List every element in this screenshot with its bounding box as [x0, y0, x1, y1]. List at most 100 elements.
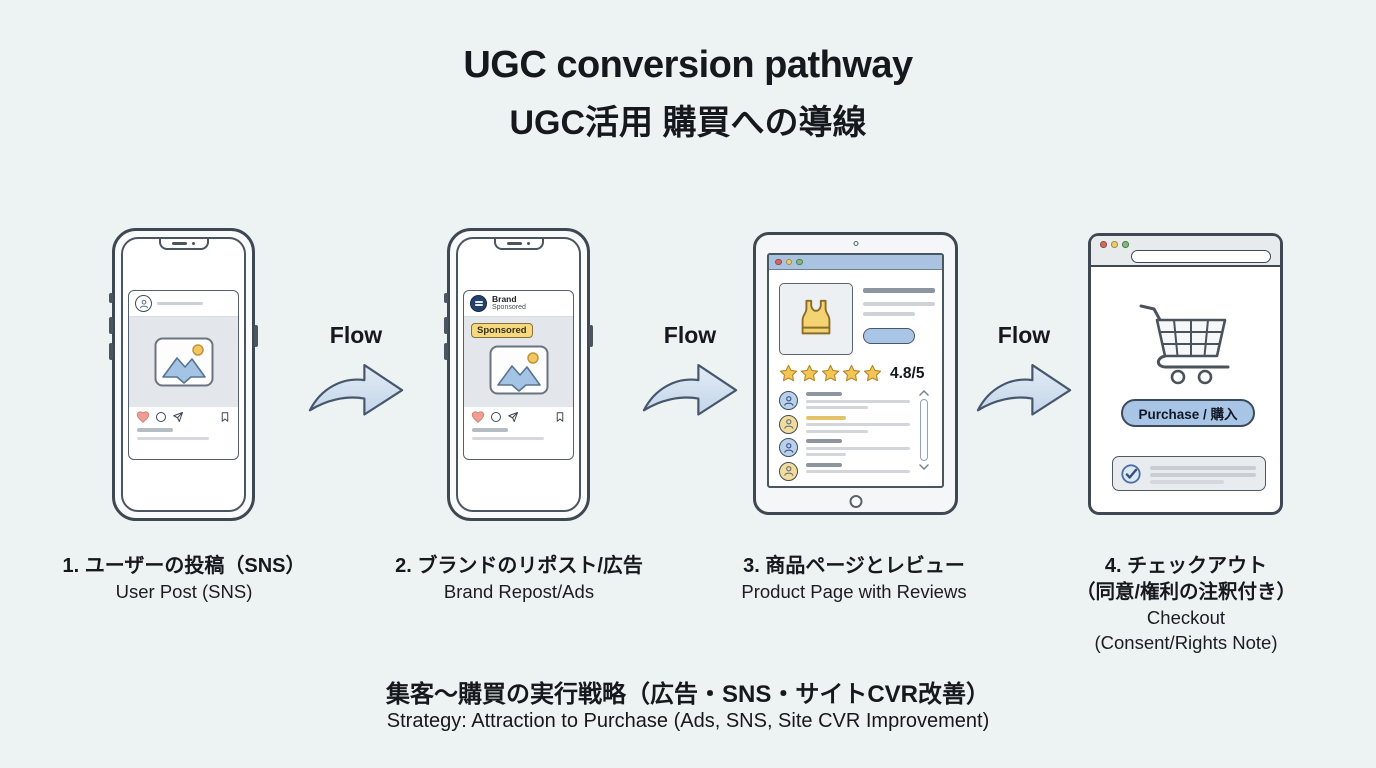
speaker-icon — [506, 242, 522, 245]
traffic-light-red-icon[interactable] — [1100, 241, 1107, 248]
stage-2-label-ja: 2. ブランドのリポスト/広告 — [395, 555, 643, 577]
username-placeholder-line — [157, 301, 203, 306]
strategy-line-ja: 集客〜購買の実行戦略（広告・SNS・サイトCVR改善） — [385, 681, 991, 708]
post-action-bar — [464, 407, 573, 427]
bookmark-icon[interactable] — [219, 411, 231, 423]
brand-logo-icon — [470, 295, 487, 312]
caption-line — [137, 428, 173, 432]
stage-2-label: 2. ブランドのリポスト/広告 Brand Repost/Ads — [359, 553, 679, 604]
user-avatar-icon — [135, 295, 152, 312]
phone-side-button — [254, 325, 258, 347]
scroll-down-icon[interactable] — [919, 464, 929, 470]
comment-icon[interactable] — [490, 411, 502, 423]
stage-3-label: 3. 商品ページとレビュー Product Page with Reviews — [694, 553, 1014, 604]
cart-icon — [1129, 298, 1247, 386]
consent-text-line — [1150, 466, 1256, 470]
browser-checkout: Purchase / 購入 — [1088, 233, 1283, 515]
home-button[interactable] — [849, 495, 862, 508]
flow-arrow-icon — [633, 355, 747, 417]
caption-lines — [464, 427, 573, 441]
phone-screen — [121, 237, 246, 512]
review-row — [779, 414, 910, 439]
share-icon[interactable] — [172, 411, 184, 423]
add-to-cart-pill-button[interactable] — [863, 328, 915, 344]
star-icons — [779, 364, 882, 383]
phone-side-button — [109, 317, 113, 334]
reviewer-avatar-icon — [779, 438, 798, 457]
post-image-area: Sponsored — [464, 317, 573, 407]
review-row — [779, 438, 910, 462]
scroll-track[interactable] — [920, 399, 928, 461]
consent-text-line — [1150, 473, 1256, 477]
consent-note-box — [1112, 456, 1266, 491]
post-header — [129, 291, 238, 317]
star-icon — [800, 364, 819, 383]
brand-name: Brand — [492, 293, 517, 304]
post-image-area — [129, 317, 238, 407]
traffic-light-green-icon[interactable] — [1122, 241, 1129, 248]
flow-connector-2: Flow — [630, 322, 750, 417]
speaker-icon — [171, 242, 187, 245]
post-header: Brand Sponsored — [464, 291, 573, 317]
flow-label: Flow — [329, 322, 383, 348]
camera-dot-icon — [191, 241, 196, 246]
camera-dot-icon — [853, 241, 858, 246]
phone-brand-repost: Brand Sponsored Sponsored — [444, 228, 593, 521]
phone-notch — [493, 239, 544, 250]
page-title-ja: UGC活用 購買への導線 — [509, 104, 867, 142]
scroll-up-icon[interactable] — [919, 390, 929, 396]
consent-check-icon[interactable] — [1120, 463, 1142, 485]
stage-4-label-ja-note: （同意/権利の注釈付き） — [1076, 581, 1296, 603]
phone-side-button — [589, 325, 593, 347]
title-block: UGC conversion pathway UGC活用 購買への導線 — [0, 44, 1376, 144]
traffic-light-yellow-icon[interactable] — [785, 258, 792, 266]
purchase-button[interactable]: Purchase / 購入 — [1121, 399, 1255, 427]
phone-side-button — [109, 293, 113, 303]
rating-value: 4.8/5 — [890, 364, 925, 382]
stage-3-label-en: Product Page with Reviews — [741, 581, 967, 602]
flow-arrow-icon — [967, 355, 1081, 417]
star-icon — [821, 364, 840, 383]
stage-2-label-en: Brand Repost/Ads — [443, 581, 595, 602]
stage-4-label-en-note: (Consent/Rights Note) — [1094, 632, 1278, 653]
image-placeholder-icon — [154, 337, 214, 387]
traffic-light-green-icon[interactable] — [796, 258, 803, 266]
reviewer-avatar-icon — [779, 391, 798, 410]
stage-1-label-ja: 1. ユーザーの投稿（SNS） — [62, 555, 306, 577]
flow-label: Flow — [997, 322, 1051, 348]
review-row — [779, 391, 910, 415]
tank-top-icon — [793, 296, 839, 342]
product-image-box — [779, 283, 853, 355]
review-text-lines — [806, 415, 910, 433]
bookmark-icon[interactable] — [554, 411, 566, 423]
browser-title-bar — [769, 255, 942, 270]
stage-4-label: 4. チェックアウト （同意/権利の注釈付き） Checkout (Consen… — [1026, 553, 1346, 655]
image-placeholder-icon — [489, 345, 549, 395]
url-bar[interactable] — [1131, 250, 1271, 263]
comment-icon[interactable] — [155, 411, 167, 423]
flow-arrow-icon — [299, 355, 413, 417]
review-row — [779, 461, 910, 486]
traffic-light-red-icon[interactable] — [775, 258, 782, 266]
caption-line — [472, 428, 508, 432]
brand-text: Brand Sponsored — [492, 293, 526, 312]
share-icon[interactable] — [507, 411, 519, 423]
review-text-lines — [806, 391, 910, 409]
like-heart-icon[interactable] — [471, 410, 485, 424]
strategy-line-en: Strategy: Attraction to Purchase (Ads, S… — [386, 710, 990, 732]
product-text-line — [863, 302, 935, 306]
like-heart-icon[interactable] — [136, 410, 150, 424]
flow-connector-1: Flow — [296, 322, 416, 417]
scrollbar[interactable] — [918, 390, 930, 480]
stage-4-label-en: Checkout — [1146, 607, 1226, 628]
reviewer-avatar-icon — [779, 414, 798, 434]
flow-label: Flow — [663, 322, 717, 348]
tablet-screen: 4.8/5 — [767, 253, 944, 488]
star-icon — [863, 364, 882, 383]
star-icon — [842, 364, 861, 383]
caption-line — [137, 436, 209, 440]
traffic-light-yellow-icon[interactable] — [1111, 241, 1118, 248]
camera-dot-icon — [526, 241, 531, 246]
phone-side-button — [444, 317, 448, 334]
product-page-content: 4.8/5 — [769, 270, 942, 486]
